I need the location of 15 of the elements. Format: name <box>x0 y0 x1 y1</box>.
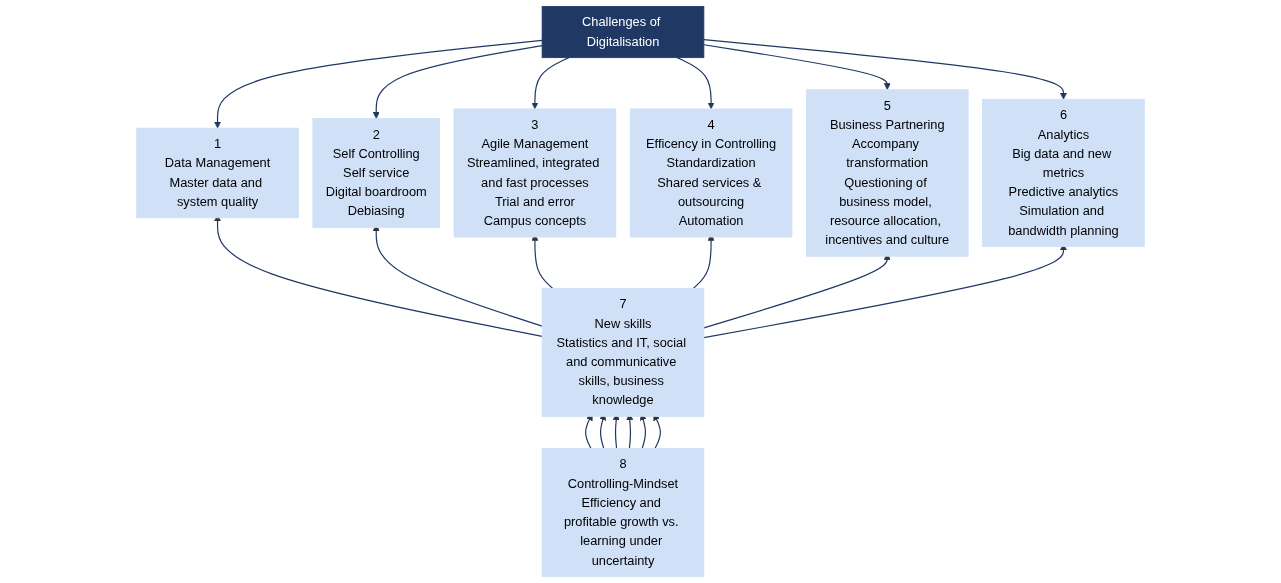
node-box: 8 Controlling-Mindset Efficiency and profitable growth vs. learning under uncertainty <box>541 448 705 577</box>
arrow <box>703 44 891 90</box>
node-box: 2 Self Controlling Self service Digital boardroom Debiasing <box>312 118 440 228</box>
node-box: 4 Efficency in Controlling Standardization Shared services & outsourcing Automation <box>629 108 793 238</box>
node-box: 7 New skills Statistics and IT, social and communicative skills, business knowledge <box>541 287 705 417</box>
node-box: 3 Agile Management Streamlined, integrated and fast processes Trial and error Campus concepts <box>453 108 617 238</box>
node-box: 6 Analytics Big data and new metrics Predictive analytics Simulation and bandwidth planning <box>982 98 1145 248</box>
arrow <box>214 39 543 129</box>
arrow <box>372 45 543 119</box>
arrow <box>703 39 1067 100</box>
node-box: Challenges of Digitalisation <box>541 6 705 59</box>
node-box: 5 Business Partnering Accompany transformation Questioning of business model, resource allocation, incentives and culture <box>806 89 969 257</box>
arrow <box>531 57 570 110</box>
arrow <box>676 57 715 110</box>
node-box: 1 Data Management Master data and system quality <box>136 127 299 219</box>
